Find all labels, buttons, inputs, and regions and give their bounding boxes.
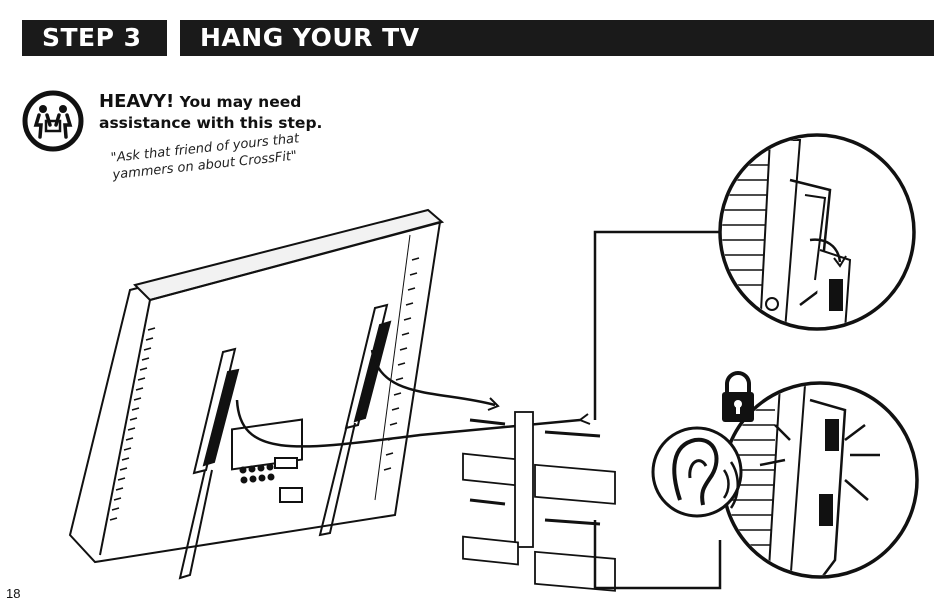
- warning-heading: HEAVY!: [99, 91, 175, 112]
- hang-arrows: [235, 349, 591, 448]
- ear-listen-icon: [651, 426, 743, 518]
- step-label: STEP 3: [22, 20, 167, 56]
- heavy-warning: HEAVY! You may need assistance with this…: [99, 91, 359, 134]
- two-person-lift-icon: [22, 90, 84, 152]
- tv-back: [68, 208, 445, 564]
- lock-icon: [722, 371, 754, 422]
- callout-lines: [593, 230, 722, 590]
- tv-brackets: [192, 303, 392, 475]
- safety-straps: [178, 422, 356, 580]
- detail-circle-hook: [718, 133, 916, 331]
- warning-text: You may need assistance with this step.: [99, 93, 323, 132]
- wall-mount-plate: [462, 411, 616, 592]
- page-title: HANG YOUR TV: [180, 20, 934, 56]
- detail-circle-lock: [721, 381, 919, 579]
- page-number: 18: [6, 586, 21, 601]
